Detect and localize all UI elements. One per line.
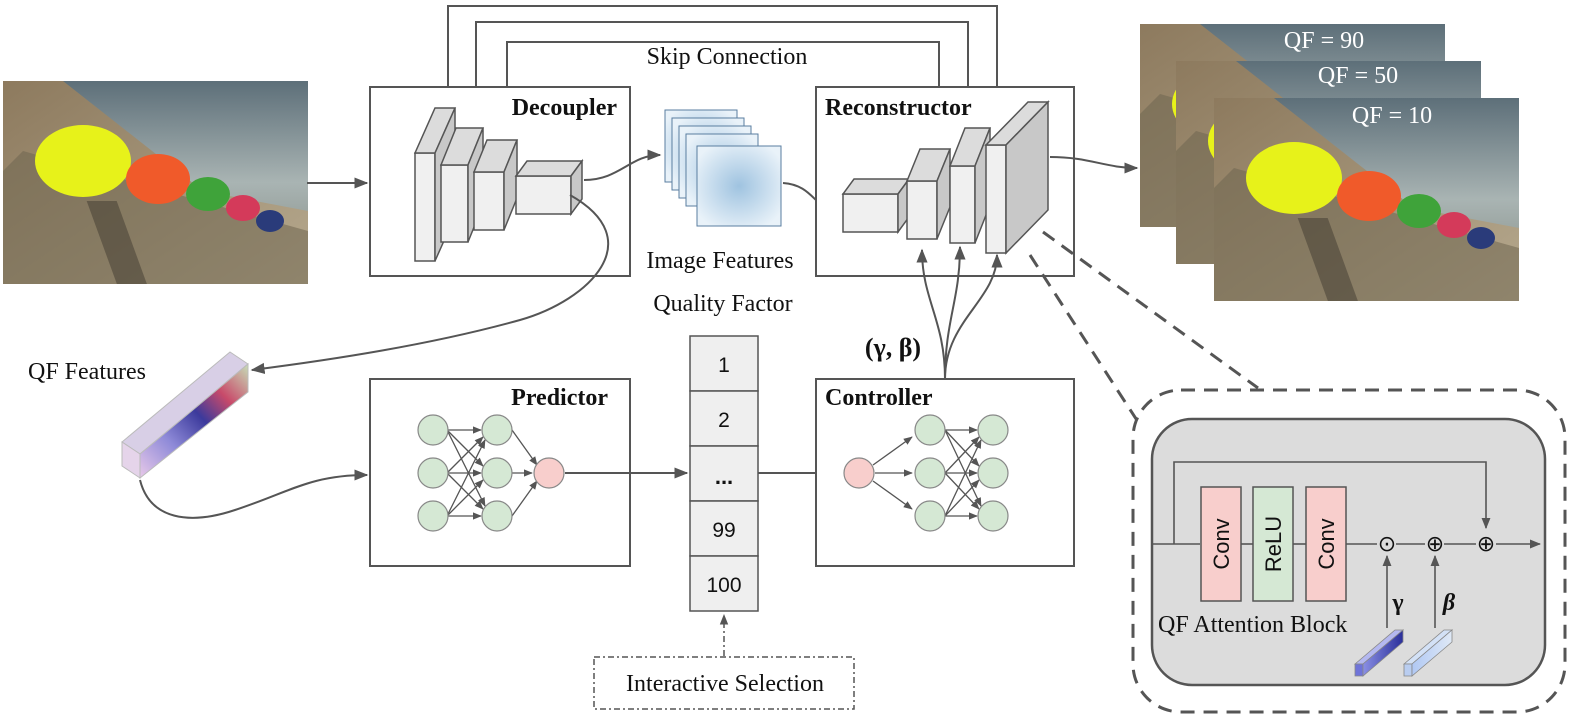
predictor-title: Predictor	[511, 385, 608, 411]
controller-output-node-2	[977, 457, 1009, 489]
controller-output-node-3	[977, 500, 1009, 532]
relu-block-label: ReLU	[1261, 516, 1286, 572]
interactive-selection-label: Interactive Selection	[626, 671, 824, 697]
predictor-output-node	[533, 457, 565, 489]
odot-operator: ⊙	[1378, 531, 1396, 556]
qf-features-to-predictor-arrow	[139, 469, 369, 519]
qf-attention-block-inner	[1150, 417, 1547, 687]
output-label-qf10: QF = 10	[1352, 103, 1432, 129]
relu-block	[1252, 486, 1294, 602]
zoom-lines	[1028, 230, 1259, 426]
decoupler-to-qf-features-arrow	[250, 194, 609, 374]
controller-output-node-1	[977, 414, 1009, 446]
predictor-hidden-node-2	[481, 457, 513, 489]
qf-attention-flow	[1153, 461, 1542, 628]
predictor-input-node-2	[417, 457, 449, 489]
predictor-hidden-node-1	[481, 414, 513, 446]
reconstructor-to-output-arrow	[1049, 156, 1139, 174]
oplus-operator-2: ⊕	[1477, 531, 1495, 556]
qf-attention-block-label: QF Attention Block	[1158, 612, 1347, 638]
controller-network	[843, 414, 1009, 532]
beta-vector	[1402, 629, 1454, 677]
controller-hidden-node-1	[914, 414, 946, 446]
reconstructor-layer-2	[905, 148, 952, 240]
predictor-input-node-1	[417, 414, 449, 446]
oplus-operator-1: ⊕	[1426, 531, 1444, 556]
output-image-qf90: QF = 90	[1140, 24, 1445, 227]
reconstructor-layers	[841, 100, 1050, 255]
decoupler-to-features-arrow	[583, 149, 662, 181]
gamma-beta-label: (γ, β)	[865, 333, 921, 362]
conv-block-1-label: Conv	[1209, 518, 1234, 569]
conv-block-2-label: Conv	[1314, 518, 1339, 569]
reconstructor-layer-1	[841, 176, 911, 235]
controller-hidden-node-2	[914, 457, 946, 489]
skip-connection-label: Skip Connection	[647, 44, 808, 70]
controller-hidden-node-3	[914, 500, 946, 532]
quality-option-99-label: 99	[712, 519, 735, 542]
controller-input-node	[843, 457, 875, 489]
input-image	[3, 81, 308, 284]
controller-to-reconstructor-arrows	[916, 245, 1003, 380]
gamma-label: γ	[1391, 590, 1403, 616]
image-features-stack	[664, 109, 782, 227]
decoupler-layer-4	[514, 158, 584, 217]
controller-title: Controller	[825, 385, 933, 411]
decoupler-layers	[413, 107, 584, 262]
decoupler-layer-3	[472, 139, 519, 231]
quality-option-ellipsis-label: ...	[715, 464, 733, 489]
output-image-qf50: QF = 50	[1176, 61, 1481, 264]
output-label-qf50: QF = 50	[1318, 63, 1398, 89]
quality-option-2-label: 2	[718, 409, 730, 432]
beta-label: β	[1442, 590, 1456, 616]
quality-factor-list: 1 2 ... 99 100	[689, 335, 759, 612]
quality-option-100-label: 100	[706, 574, 741, 597]
quality-option-1-label: 1	[718, 354, 730, 377]
reconstructor-layer-3	[948, 127, 992, 244]
skip-connection-lines	[447, 5, 998, 87]
conv-block-1	[1200, 486, 1242, 602]
quality-option-2[interactable]	[689, 390, 759, 447]
decoupler-title: Decoupler	[512, 95, 618, 121]
output-label-qf90: QF = 90	[1284, 28, 1364, 54]
predictor-network	[417, 414, 565, 532]
interactive-selection-box[interactable]	[593, 656, 855, 710]
image-features-label: Image Features	[646, 248, 793, 274]
quality-option-100[interactable]	[689, 555, 759, 612]
predictor-input-node-3	[417, 500, 449, 532]
gamma-vector	[1353, 629, 1405, 677]
reconstructor-layer-4	[984, 100, 1050, 255]
qf-features-label: QF Features	[28, 359, 146, 385]
output-image-qf10: QF = 10	[1214, 98, 1519, 301]
reconstructor-title: Reconstructor	[825, 95, 972, 121]
conv-block-2	[1305, 486, 1347, 602]
qf-features-vector	[121, 351, 249, 480]
quality-factor-label: Quality Factor	[653, 291, 792, 317]
predictor-hidden-node-3	[481, 500, 513, 532]
